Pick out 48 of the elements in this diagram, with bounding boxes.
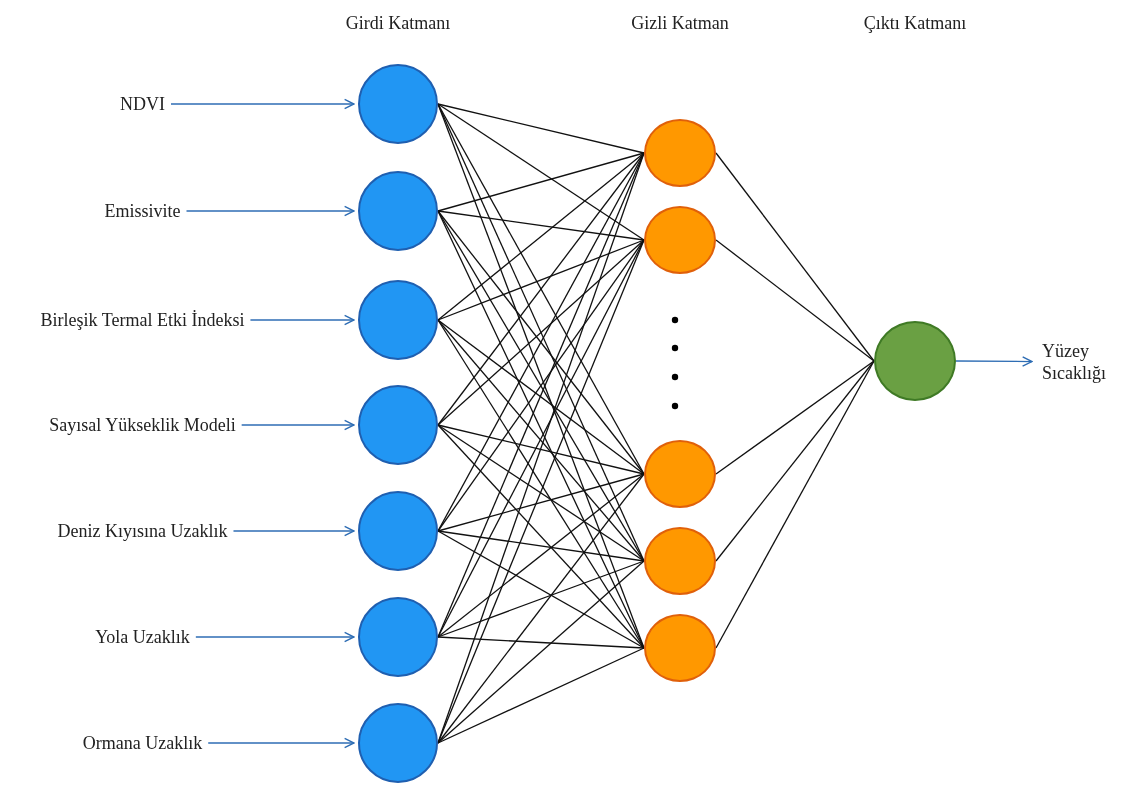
arrow [249, 314, 355, 326]
arrow [207, 737, 355, 749]
connection-line [437, 473, 645, 744]
connection-line [437, 647, 645, 744]
input-label: Birleşik Termal Etki İndeksi [40, 309, 245, 331]
arrow [170, 98, 355, 110]
connection-line [437, 424, 645, 475]
arrow [185, 205, 355, 217]
layer-heading: Gizli Katman [630, 12, 730, 34]
connection-line [437, 319, 645, 475]
connection-line [437, 239, 645, 426]
connection-line [437, 103, 645, 241]
arrow [232, 525, 355, 537]
connection-line [437, 239, 645, 321]
input-label: NDVI [120, 93, 165, 115]
connection-line [715, 360, 875, 562]
arrow [195, 631, 355, 643]
connection-line [715, 239, 875, 362]
connection-line [437, 319, 645, 562]
connection-line [437, 560, 645, 638]
input-label: Emissivite [104, 200, 181, 222]
layer-heading: Çıktı Katmanı [862, 12, 968, 34]
connection-line [715, 360, 875, 649]
connection-line [437, 473, 645, 532]
connection-line [437, 239, 645, 532]
connection-line [437, 152, 645, 212]
input-label: Yola Uzaklık [95, 626, 190, 648]
arrow [241, 419, 355, 431]
connection-line [437, 424, 645, 562]
arrow [955, 356, 1033, 367]
connection-line [437, 210, 645, 475]
connection-line [437, 473, 645, 638]
connection-line [437, 530, 645, 562]
input-label: Deniz Kıyısına Uzaklık [57, 520, 228, 542]
layer-heading: Girdi Katmanı [344, 12, 452, 34]
connection-line [437, 152, 645, 426]
input-label: Ormana Uzaklık [82, 732, 203, 754]
connection-line [437, 103, 645, 154]
connection-line [715, 152, 875, 362]
output-label: Yüzey Sıcaklığı [1042, 340, 1137, 384]
connection-line [437, 152, 645, 321]
connection-line [437, 636, 645, 649]
input-label: Sayısal Yükseklik Modeli [49, 414, 236, 436]
connection-line [437, 530, 645, 649]
connection-line [437, 424, 645, 649]
connection-line [437, 560, 645, 744]
connection-line [437, 210, 645, 241]
connection-line [715, 360, 875, 475]
